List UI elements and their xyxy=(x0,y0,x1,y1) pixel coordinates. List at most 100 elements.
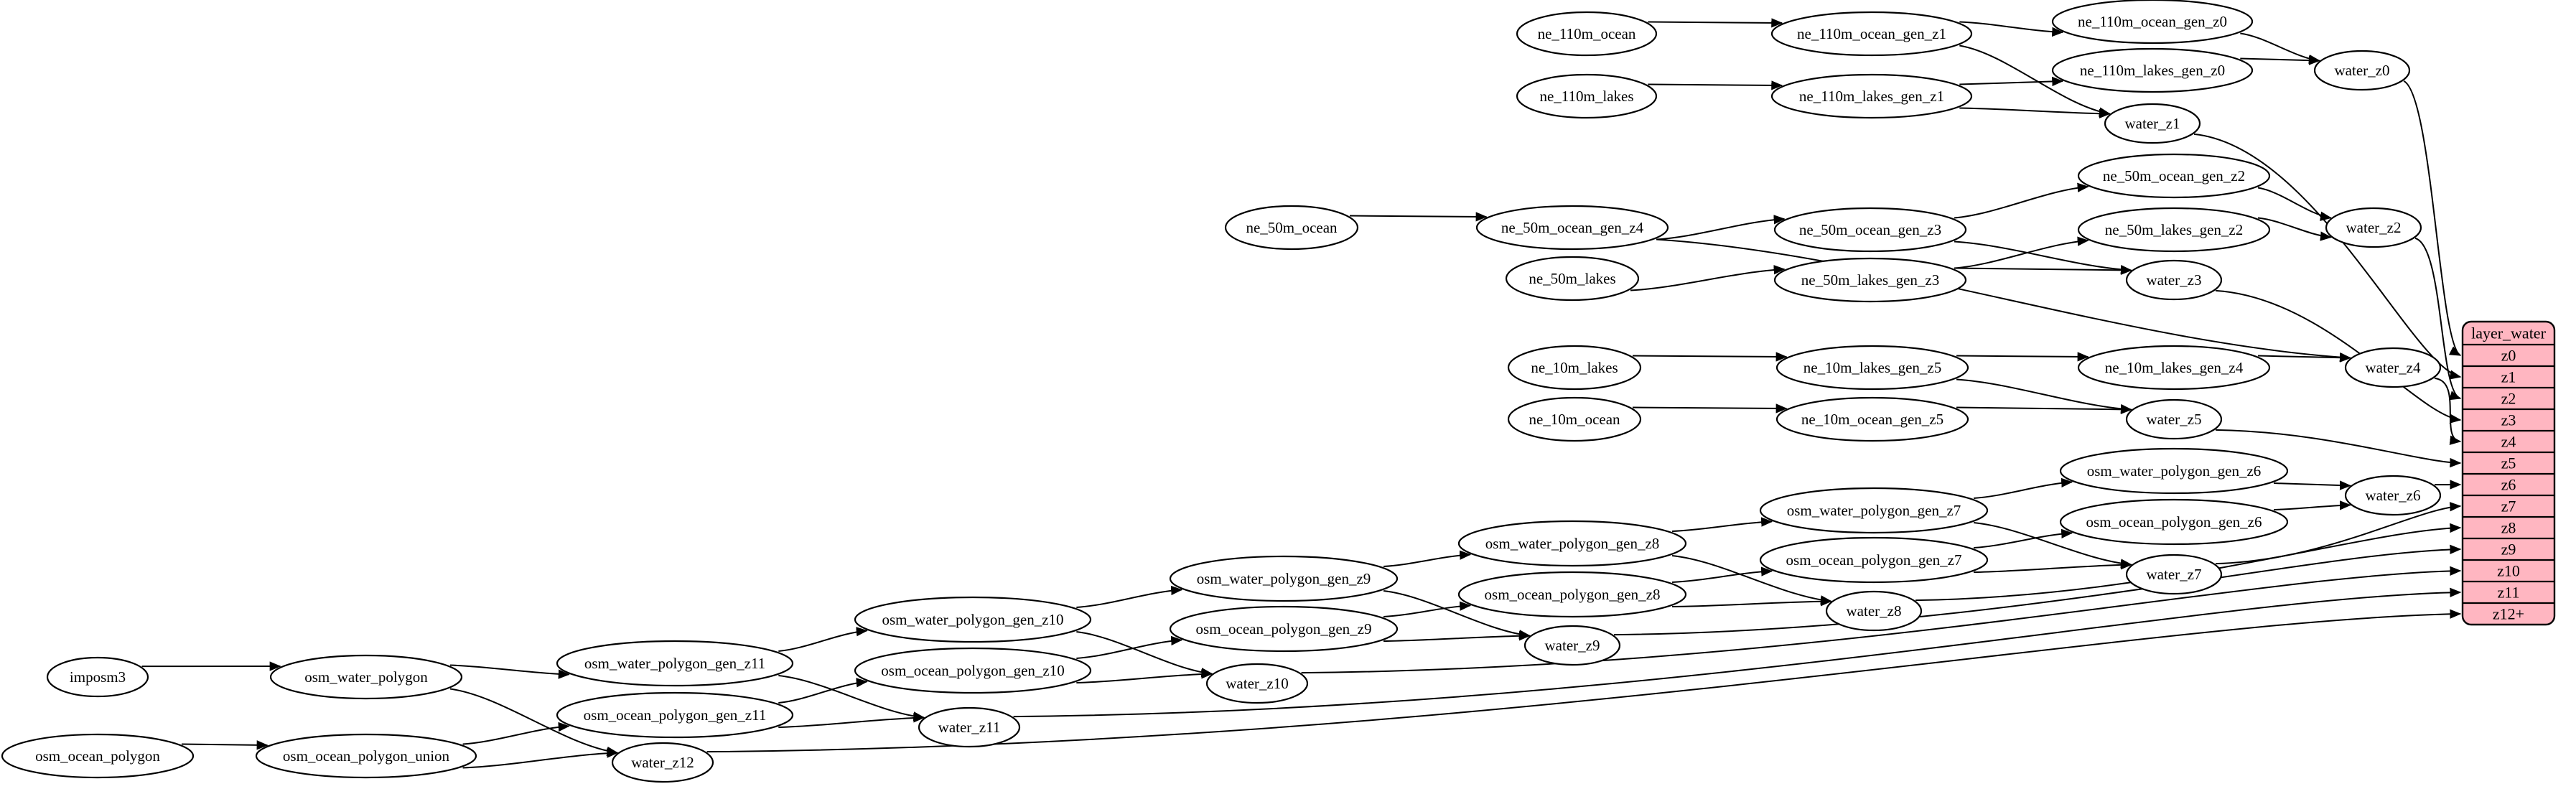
node-label: water_z10 xyxy=(1226,675,1288,692)
node-ne_10m_ocean_gen_z5[interactable]: ne_10m_ocean_gen_z5 xyxy=(1775,396,1969,442)
node-ne_110m_lakes_gen_z1[interactable]: ne_110m_lakes_gen_z1 xyxy=(1770,73,1973,119)
record-row-z3[interactable]: z3 xyxy=(2501,411,2516,429)
node-label: osm_ocean_polygon_gen_z6 xyxy=(2086,513,2262,531)
node-ellipse xyxy=(1169,555,1399,602)
node-ellipse xyxy=(1770,11,1973,57)
node-ne_10m_lakes[interactable]: ne_10m_lakes xyxy=(1507,345,1642,391)
node-ne_50m_ocean[interactable]: ne_50m_ocean xyxy=(1224,205,1359,251)
record-row-z1[interactable]: z1 xyxy=(2501,368,2516,386)
record-row-z0[interactable]: z0 xyxy=(2501,347,2516,365)
node-water_z3[interactable]: water_z3 xyxy=(2125,259,2223,301)
node-ellipse xyxy=(46,656,149,698)
node-water_z6[interactable]: water_z6 xyxy=(2344,475,2442,516)
node-osm_ocean_polygon_gen_z6[interactable]: osm_ocean_polygon_gen_z6 xyxy=(2059,498,2289,546)
record-row-z7[interactable]: z7 xyxy=(2501,498,2516,515)
node-water_z5[interactable]: water_z5 xyxy=(2125,398,2223,440)
node-osm_water_polygon_gen_z9[interactable]: osm_water_polygon_gen_z9 xyxy=(1169,555,1399,602)
node-ellipse xyxy=(1505,256,1640,302)
node-water_z12[interactable]: water_z12 xyxy=(611,742,714,783)
record-row-z2[interactable]: z2 xyxy=(2501,390,2516,408)
node-ne_110m_lakes[interactable]: ne_110m_lakes xyxy=(1516,73,1658,119)
node-water_z2[interactable]: water_z2 xyxy=(2325,207,2422,248)
edge-osm_ocean_polygon_gen_z8-to-water_z8 xyxy=(1672,597,1832,608)
edge-ne_50m_ocean_gen_z2-to-water_z2 xyxy=(2257,187,2332,221)
record-row-z8[interactable]: z8 xyxy=(2501,519,2516,537)
node-ne_50m_ocean_gen_z2[interactable]: ne_50m_ocean_gen_z2 xyxy=(2077,153,2271,199)
edge-ne_50m_lakes_gen_z2-to-water_z2 xyxy=(2257,217,2332,241)
node-ne_110m_ocean_gen_z1[interactable]: ne_110m_ocean_gen_z1 xyxy=(1770,11,1973,57)
edge-water_z2-to-rec_z2 xyxy=(2414,237,2462,401)
edge-osm_water_polygon_gen_z7-to-osm_water_polygon_gen_z6 xyxy=(1973,477,2073,499)
edge-osm_ocean_polygon_union-to-water_z12 xyxy=(462,748,619,769)
node-label: osm_water_polygon_gen_z6 xyxy=(2087,462,2262,480)
node-label: water_z9 xyxy=(1545,637,1600,654)
node-label: ne_10m_ocean_gen_z5 xyxy=(1801,411,1943,428)
record-row-z11[interactable]: z11 xyxy=(2498,584,2520,602)
edge-ne_10m_ocean-to-ne_10m_ocean_gen_z5 xyxy=(1632,403,1788,414)
edge-ne_50m_ocean_gen_z3-to-ne_50m_ocean_gen_z2 xyxy=(1954,182,2089,219)
node-water_z0[interactable]: water_z0 xyxy=(2313,50,2411,91)
node-label: osm_ocean_polygon_union xyxy=(283,747,450,765)
node-osm_water_polygon_gen_z7[interactable]: osm_water_polygon_gen_z7 xyxy=(1759,487,1989,534)
record-row-z12+[interactable]: z12+ xyxy=(2493,605,2524,623)
edge-osm_water_polygon_gen_z10-to-osm_water_polygon_gen_z9 xyxy=(1076,585,1183,608)
node-ellipse xyxy=(918,706,1021,748)
record-row-z5[interactable]: z5 xyxy=(2501,454,2516,472)
node-water_z4[interactable]: water_z4 xyxy=(2344,347,2442,388)
node-ne_10m_ocean[interactable]: ne_10m_ocean xyxy=(1507,396,1642,442)
node-osm_water_polygon_gen_z8[interactable]: osm_water_polygon_gen_z8 xyxy=(1457,520,1687,567)
node-water_z8[interactable]: water_z8 xyxy=(1825,590,1923,632)
record-row-z4[interactable]: z4 xyxy=(2501,433,2516,451)
node-ellipse xyxy=(556,640,794,687)
node-osm_water_polygon_gen_z6[interactable]: osm_water_polygon_gen_z6 xyxy=(2059,447,2289,495)
node-label: ne_10m_lakes_gen_z5 xyxy=(1803,359,1941,376)
edge-water_z10-to-rec_z10 xyxy=(1301,566,2462,674)
node-ellipse xyxy=(1773,257,1967,303)
edge-ne_50m_lakes_gen_z3-to-water_z3 xyxy=(1954,265,2132,275)
edge-water_z12-to-rec_z12 xyxy=(706,609,2462,753)
node-label: ne_10m_ocean xyxy=(1529,411,1620,428)
node-osm_ocean_polygon_gen_z7[interactable]: osm_ocean_polygon_gen_z7 xyxy=(1759,536,1989,584)
node-osm_water_polygon_gen_z10[interactable]: osm_water_polygon_gen_z10 xyxy=(854,596,1092,643)
node-ne_110m_ocean[interactable]: ne_110m_ocean xyxy=(1516,11,1658,57)
node-label: ne_110m_ocean_gen_z0 xyxy=(2078,13,2227,30)
node-ne_110m_lakes_gen_z0[interactable]: ne_110m_lakes_gen_z0 xyxy=(2051,47,2254,93)
edge-osm_water_polygon_gen_z10-to-water_z10 xyxy=(1076,631,1213,678)
layer_water-record[interactable]: layer_waterz0z1z2z3z4z5z6z7z8z9z10z11z12… xyxy=(2461,320,2556,626)
node-osm_ocean_polygon_gen_z9[interactable]: osm_ocean_polygon_gen_z9 xyxy=(1169,605,1399,653)
node-ne_50m_lakes_gen_z2[interactable]: ne_50m_lakes_gen_z2 xyxy=(2077,207,2271,253)
node-label: osm_water_polygon xyxy=(304,668,428,686)
node-ne_10m_lakes_gen_z5[interactable]: ne_10m_lakes_gen_z5 xyxy=(1775,345,1969,391)
node-ne_50m_lakes[interactable]: ne_50m_lakes xyxy=(1505,256,1640,302)
node-ellipse xyxy=(2125,259,2223,301)
node-osm_water_polygon[interactable]: osm_water_polygon xyxy=(269,654,463,700)
record-row-z6[interactable]: z6 xyxy=(2501,476,2516,494)
node-water_z11[interactable]: water_z11 xyxy=(918,706,1021,748)
record-row-z10[interactable]: z10 xyxy=(2497,562,2520,580)
node-ne_50m_lakes_gen_z3[interactable]: ne_50m_lakes_gen_z3 xyxy=(1773,257,1967,303)
node-osm_ocean_polygon_union[interactable]: osm_ocean_polygon_union xyxy=(255,733,477,779)
node-osm_ocean_polygon_gen_z8[interactable]: osm_ocean_polygon_gen_z8 xyxy=(1457,571,1687,618)
node-water_z7[interactable]: water_z7 xyxy=(2125,554,2223,595)
node-ne_110m_ocean_gen_z0[interactable]: ne_110m_ocean_gen_z0 xyxy=(2051,0,2254,45)
node-osm_water_polygon_gen_z11[interactable]: osm_water_polygon_gen_z11 xyxy=(556,640,794,687)
node-water_z10[interactable]: water_z10 xyxy=(1205,663,1309,704)
node-ellipse xyxy=(2125,554,2223,595)
node-imposm3[interactable]: imposm3 xyxy=(46,656,149,698)
node-label: osm_water_polygon_gen_z9 xyxy=(1197,570,1371,587)
node-ne_50m_ocean_gen_z4[interactable]: ne_50m_ocean_gen_z4 xyxy=(1475,205,1669,251)
node-osm_ocean_polygon[interactable]: osm_ocean_polygon xyxy=(1,733,195,779)
node-ellipse xyxy=(255,733,477,779)
node-ne_50m_ocean_gen_z3[interactable]: ne_50m_ocean_gen_z3 xyxy=(1773,207,1967,253)
node-water_z1[interactable]: water_z1 xyxy=(2104,103,2201,144)
node-water_z9[interactable]: water_z9 xyxy=(1523,625,1621,666)
node-osm_ocean_polygon_gen_z11[interactable]: osm_ocean_polygon_gen_z11 xyxy=(556,691,794,739)
node-ellipse xyxy=(2104,103,2201,144)
edge-osm_water_polygon_gen_z9-to-osm_water_polygon_gen_z8 xyxy=(1383,550,1472,567)
node-label: water_z4 xyxy=(2366,359,2421,376)
node-ellipse xyxy=(1507,396,1642,442)
node-ellipse xyxy=(269,654,463,700)
node-ne_10m_lakes_gen_z4[interactable]: ne_10m_lakes_gen_z4 xyxy=(2077,345,2271,391)
record-row-z9[interactable]: z9 xyxy=(2501,541,2516,559)
node-osm_ocean_polygon_gen_z10[interactable]: osm_ocean_polygon_gen_z10 xyxy=(854,647,1092,694)
